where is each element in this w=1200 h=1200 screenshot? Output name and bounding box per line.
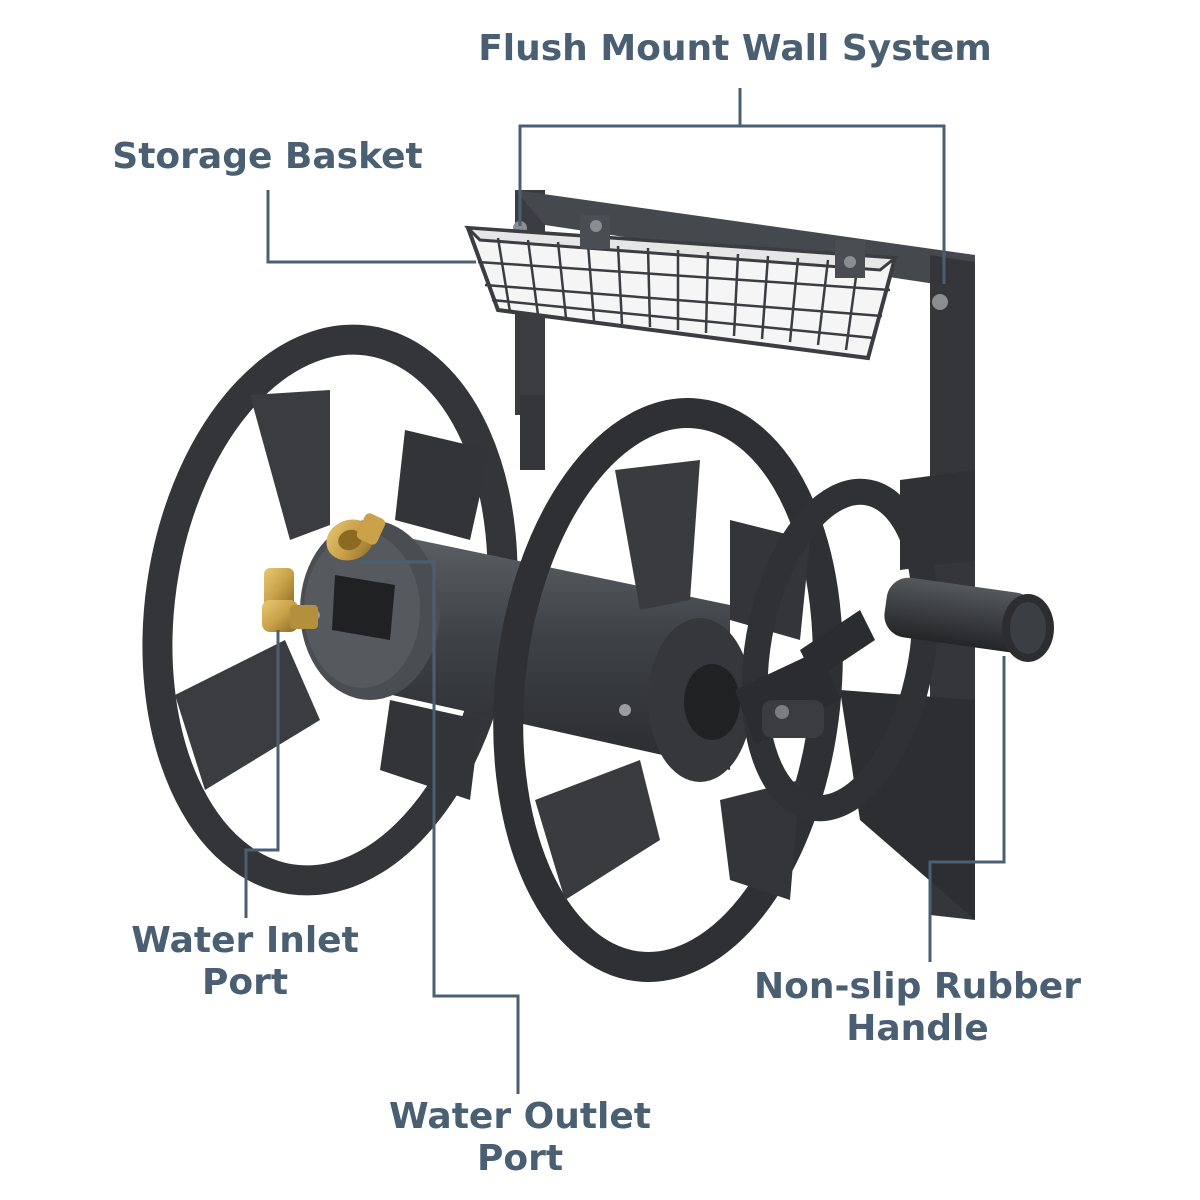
label-water-outlet-port: Water Outlet Port [370,1096,670,1180]
label-storage-basket-text: Storage Basket [112,136,423,177]
label-water-inlet-line1: Water Inlet [131,920,359,961]
leader-line-storage-basket [266,190,476,264]
rubber-handle [884,577,1054,662]
label-handle-line2: Handle [846,1008,989,1049]
label-storage-basket: Storage Basket [90,136,445,178]
water-outlet-fitting [326,513,386,561]
label-flush-mount-text: Flush Mount Wall System [478,28,992,69]
leader-line-water-outlet [360,560,520,1094]
basket-screw-icon [844,256,856,268]
label-water-inlet-line2: Port [201,962,289,1003]
leader-line-handle [928,656,1006,962]
leader-lines [244,88,1006,1094]
storage-basket [464,215,899,361]
label-water-outlet-line1: Water Outlet [388,1096,652,1137]
label-flush-mount-wall-system: Flush Mount Wall System [430,28,1040,70]
water-inlet-fitting [262,568,318,632]
crank-assembly [648,478,939,822]
mount-bolt-icon [932,294,948,310]
basket-screw-icon [590,220,602,232]
leader-line-flush-mount-bracket [518,124,946,284]
label-water-outlet-line2: Port [476,1138,564,1179]
label-non-slip-rubber-handle: Non-slip Rubber Handle [720,966,1115,1050]
label-water-inlet-port: Water Inlet Port [110,920,380,1004]
label-handle-line1: Non-slip Rubber [754,966,1081,1007]
leader-line-water-inlet [244,630,280,918]
